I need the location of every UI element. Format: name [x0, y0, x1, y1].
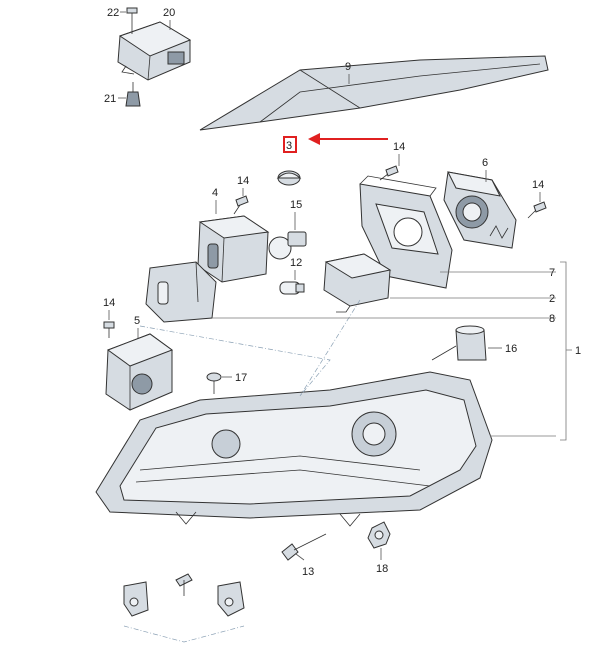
part-8-cover-plate: [145, 261, 217, 323]
callout-7: 7: [549, 267, 555, 279]
assembly-line-b: [299, 299, 361, 397]
part-16-xenon-bulb: [431, 325, 487, 361]
callout-1: 1: [575, 345, 581, 357]
callout-6: 6: [482, 157, 488, 169]
part-2-leveling-motor: [323, 253, 392, 313]
part-21-clip: [125, 82, 141, 107]
callout-20: 20: [163, 7, 175, 19]
part-12-small-bulb: [279, 281, 305, 295]
part-14-screw-c: [527, 201, 547, 219]
part-13-bolt: [281, 533, 327, 561]
part-5-ballast: [105, 333, 174, 411]
callout-17: 17: [235, 372, 247, 384]
callout-14-b: 14: [237, 175, 249, 187]
part-1-headlight-housing: [95, 371, 493, 527]
callout-8: 8: [549, 313, 555, 325]
callout-9: 9: [345, 61, 351, 73]
highlight-arrow-head: [308, 133, 320, 145]
callout-16: 16: [505, 343, 517, 355]
group-bracket-1: [560, 261, 567, 441]
part-14-screw-d: [103, 321, 115, 338]
part-4-control-module: [197, 215, 270, 283]
part-3-cover-cap: [276, 170, 302, 186]
part-20-control-unit: [117, 21, 192, 81]
callout-15: 15: [290, 199, 302, 211]
callout-14-d: 14: [103, 297, 115, 309]
callout-3: 3: [286, 140, 292, 152]
callout-2: 2: [549, 293, 555, 305]
bracket-group-line: [123, 625, 245, 643]
callout-21: 21: [104, 93, 116, 105]
callout-14-c: 14: [532, 179, 544, 191]
callout-12: 12: [290, 257, 302, 269]
part-22-screw: [126, 7, 138, 34]
part-14-screw-a: [379, 165, 399, 181]
callout-4: 4: [212, 187, 218, 199]
part-14-screw-b: [233, 195, 249, 215]
callout-14-a: 14: [393, 141, 405, 153]
callout-18: 18: [376, 563, 388, 575]
part-15-bulb: [268, 231, 307, 260]
assembly-line-a: [139, 325, 331, 397]
repair-brackets: [123, 573, 245, 617]
callout-5: 5: [134, 315, 140, 327]
callout-22: 22: [107, 7, 119, 19]
callout-13: 13: [302, 566, 314, 578]
part-17-screw: [206, 372, 222, 394]
part-6-ballast: [443, 171, 517, 249]
highlight-box: [283, 136, 297, 153]
part-9-trim-strip: [199, 55, 549, 131]
part-18-nut: [367, 521, 391, 549]
part-7-mounting-frame: [359, 175, 453, 289]
